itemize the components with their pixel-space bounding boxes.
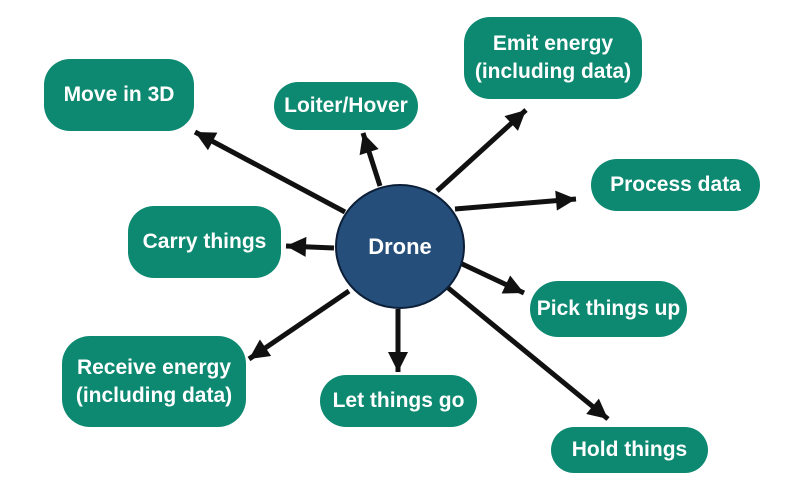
node-carry-things: Carry things	[128, 206, 281, 278]
node-label: Move in 3D	[63, 83, 175, 107]
node-label-line2: (including data)	[474, 60, 632, 83]
node-label: Let things go	[332, 389, 465, 413]
node-drone-center: Drone	[335, 184, 465, 309]
arrow-to-process-data	[454, 190, 577, 212]
node-receive-energy: Receive energy (including data)	[62, 336, 246, 427]
arrow-to-move-in-3d	[193, 129, 347, 215]
center-node-label: Drone	[368, 233, 432, 259]
arrow-to-hold-things	[445, 285, 610, 421]
node-loiter-hover: Loiter/Hover	[274, 82, 418, 130]
node-pick-things-up: Pick things up	[530, 281, 687, 337]
arrow-to-receive-energy	[247, 288, 351, 362]
node-label: Process data	[610, 173, 741, 197]
node-label: Carry things	[142, 230, 267, 254]
node-let-things-go: Let things go	[320, 375, 477, 427]
arrow-to-pick-things-up	[456, 259, 526, 296]
node-label-line2: (including data)	[75, 383, 233, 407]
node-label-line1: Emit energy	[492, 32, 614, 56]
node-process-data: Process data	[591, 159, 760, 211]
node-move-in-3d: Move in 3D	[44, 59, 194, 131]
node-hold-things: Hold things	[551, 427, 708, 473]
node-label: Loiter/Hover	[284, 94, 408, 118]
arrow-to-emit-energy	[435, 108, 528, 193]
arrow-to-loiter-hover	[359, 132, 383, 187]
node-emit-energy: Emit energy (including data)	[464, 17, 642, 99]
node-label-line1: Receive energy	[76, 355, 232, 379]
node-label: Hold things	[571, 438, 688, 462]
node-label: Pick things up	[536, 297, 681, 321]
arrow-to-carry-things	[285, 236, 335, 257]
